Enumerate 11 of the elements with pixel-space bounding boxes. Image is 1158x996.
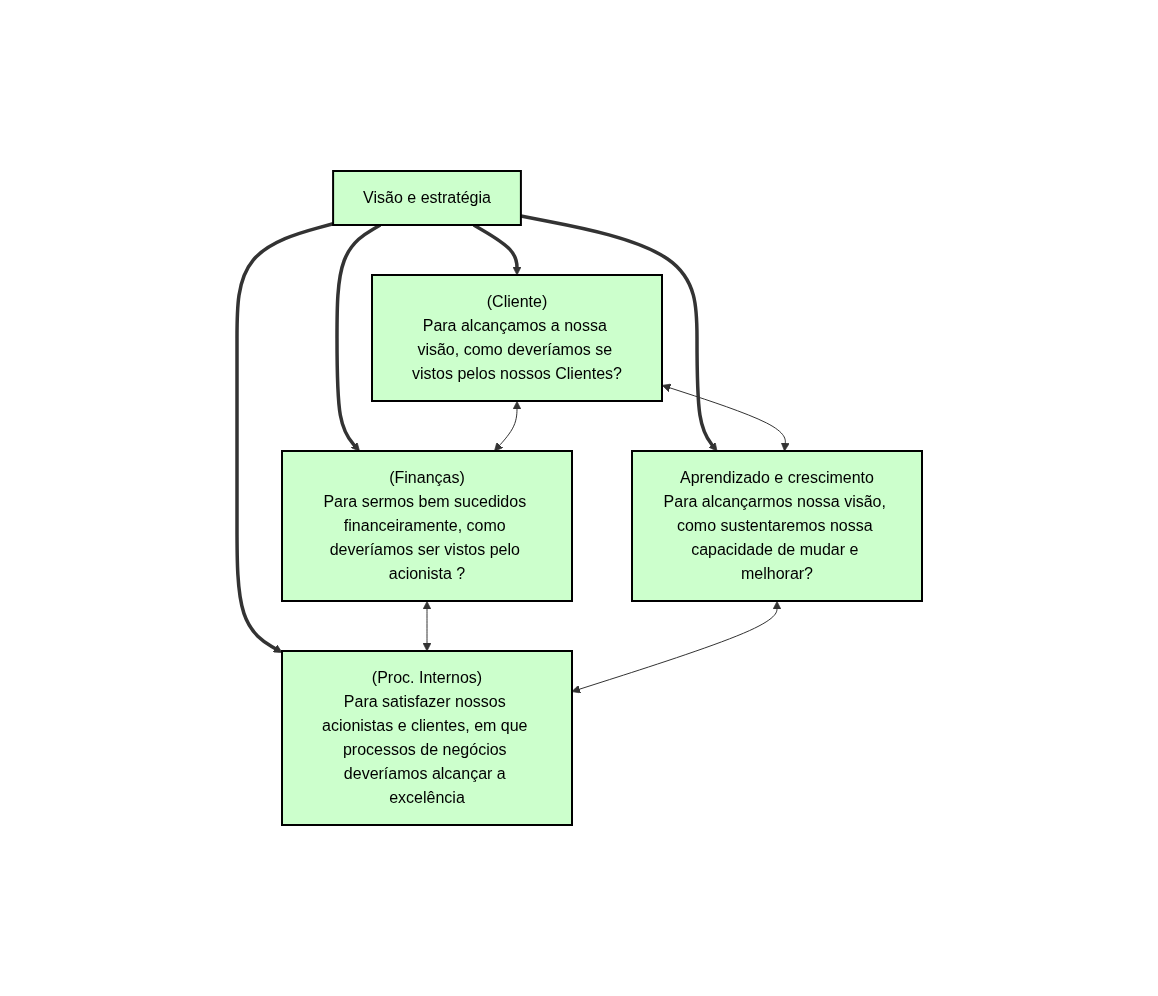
arrow	[493, 401, 521, 452]
node-box: Aprendizado e crescimento Para alcançarmos nossa visão, como sustentaremos nossa capacidade de mudar e melhorar?	[630, 450, 923, 602]
node-box: (Proc. Internos) Para satisfazer nossos acionistas e clientes, em que processos de negócios deveríamos alcançar a excelência	[280, 650, 573, 826]
node-box: (Finanças) Para sermos bem sucedidos financeiramente, como deveríamos ser vistos pelo acionista ?	[280, 450, 573, 602]
node-box: Visão e estratégia	[331, 170, 522, 226]
arrow	[520, 214, 717, 452]
arrow	[661, 383, 790, 452]
node-box: (Cliente) Para alcançamos a nossa visão, como deveríamos se vistos pelos nossos Clientes?	[370, 274, 663, 402]
arrow	[571, 601, 781, 694]
arrow	[422, 601, 431, 652]
arrow	[234, 222, 334, 653]
